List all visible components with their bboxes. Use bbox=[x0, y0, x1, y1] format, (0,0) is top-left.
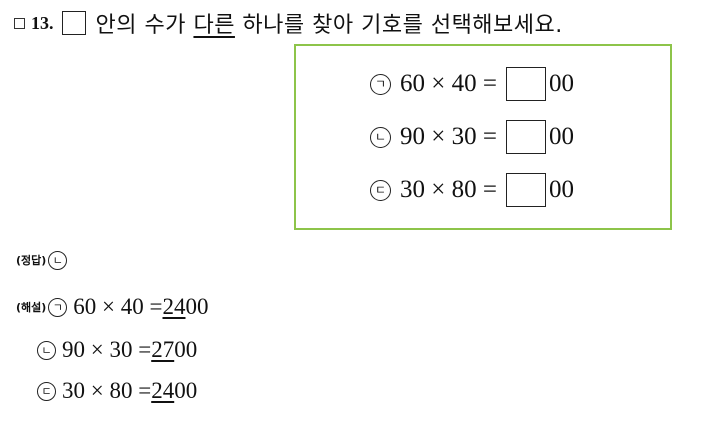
result-underlined-digits: 24 bbox=[162, 294, 186, 319]
circled-symbol: ㄱ bbox=[48, 297, 68, 317]
circled-symbol: ㄷ bbox=[370, 179, 391, 201]
explanation-line: ㄴ 90 × 30 = 2700 bbox=[37, 333, 197, 367]
result-underlined-digits: 24 bbox=[151, 378, 175, 403]
circled-symbol: ㄴ bbox=[37, 340, 56, 360]
explanation-line: (해설) ㄱ 60 × 40 = 2400 bbox=[16, 290, 209, 324]
circled-symbol: ㄷ bbox=[37, 381, 56, 401]
answer-line: (정답) ㄴ bbox=[16, 243, 73, 277]
problem-expression: 60 × 40 = bbox=[400, 70, 497, 97]
answer-blank[interactable] bbox=[505, 120, 546, 154]
problem-box: ㄱ 60 × 40 = 00 ㄴ 90 × 30 = 00 ㄷ 30 × 80 … bbox=[294, 44, 672, 230]
result-underlined-digits: 27 bbox=[151, 337, 175, 362]
answer-symbol: ㄴ bbox=[48, 250, 68, 270]
question-underlined-word: 다른 bbox=[193, 13, 235, 38]
question-number: 13. bbox=[31, 12, 54, 33]
problem-row: ㄱ 60 × 40 = 00 bbox=[370, 64, 574, 104]
result-rest-digits: 00 bbox=[174, 378, 198, 403]
result-rest-digits: 00 bbox=[174, 337, 198, 362]
problem-expression: 30 × 80 = bbox=[400, 176, 497, 203]
circled-symbol: ㄴ bbox=[370, 126, 391, 148]
problem-suffix: 00 bbox=[548, 176, 574, 203]
explanation-result: 2700 bbox=[151, 337, 197, 363]
explanation-result: 2400 bbox=[163, 294, 209, 320]
question-text-start: 안의 수가 bbox=[95, 13, 194, 38]
answer-blank[interactable] bbox=[505, 67, 546, 101]
problem-row: ㄴ 90 × 30 = 00 bbox=[370, 117, 574, 157]
result-rest-digits: 00 bbox=[185, 294, 209, 319]
answer-label: (정답) bbox=[16, 254, 47, 267]
circled-symbol: ㄱ bbox=[370, 73, 391, 95]
explanation-expression: 30 × 80 = bbox=[62, 378, 152, 403]
blank-box-icon bbox=[61, 11, 86, 35]
problem-suffix: 00 bbox=[548, 123, 574, 150]
checkbox-icon bbox=[14, 17, 25, 29]
question-text-end: 하나를 찾아 기호를 선택해보세요. bbox=[234, 13, 563, 38]
problem-row: ㄷ 30 × 80 = 00 bbox=[370, 170, 574, 210]
explanation-expression: 60 × 40 = bbox=[73, 294, 163, 319]
problem-expression: 90 × 30 = bbox=[400, 123, 497, 150]
answer-blank[interactable] bbox=[505, 173, 546, 207]
explanation-expression: 90 × 30 = bbox=[62, 337, 152, 362]
explanation-result: 2400 bbox=[151, 378, 197, 404]
explanation-line: ㄷ 30 × 80 = 2400 bbox=[37, 374, 197, 408]
question-text: 안의 수가 다른 하나를 찾아 기호를 선택해보세요. bbox=[96, 7, 563, 39]
problem-suffix: 00 bbox=[548, 70, 574, 97]
question-line: 13. 안의 수가 다른 하나를 찾아 기호를 선택해보세요. bbox=[14, 6, 563, 40]
explanation-label: (해설) bbox=[16, 301, 47, 314]
